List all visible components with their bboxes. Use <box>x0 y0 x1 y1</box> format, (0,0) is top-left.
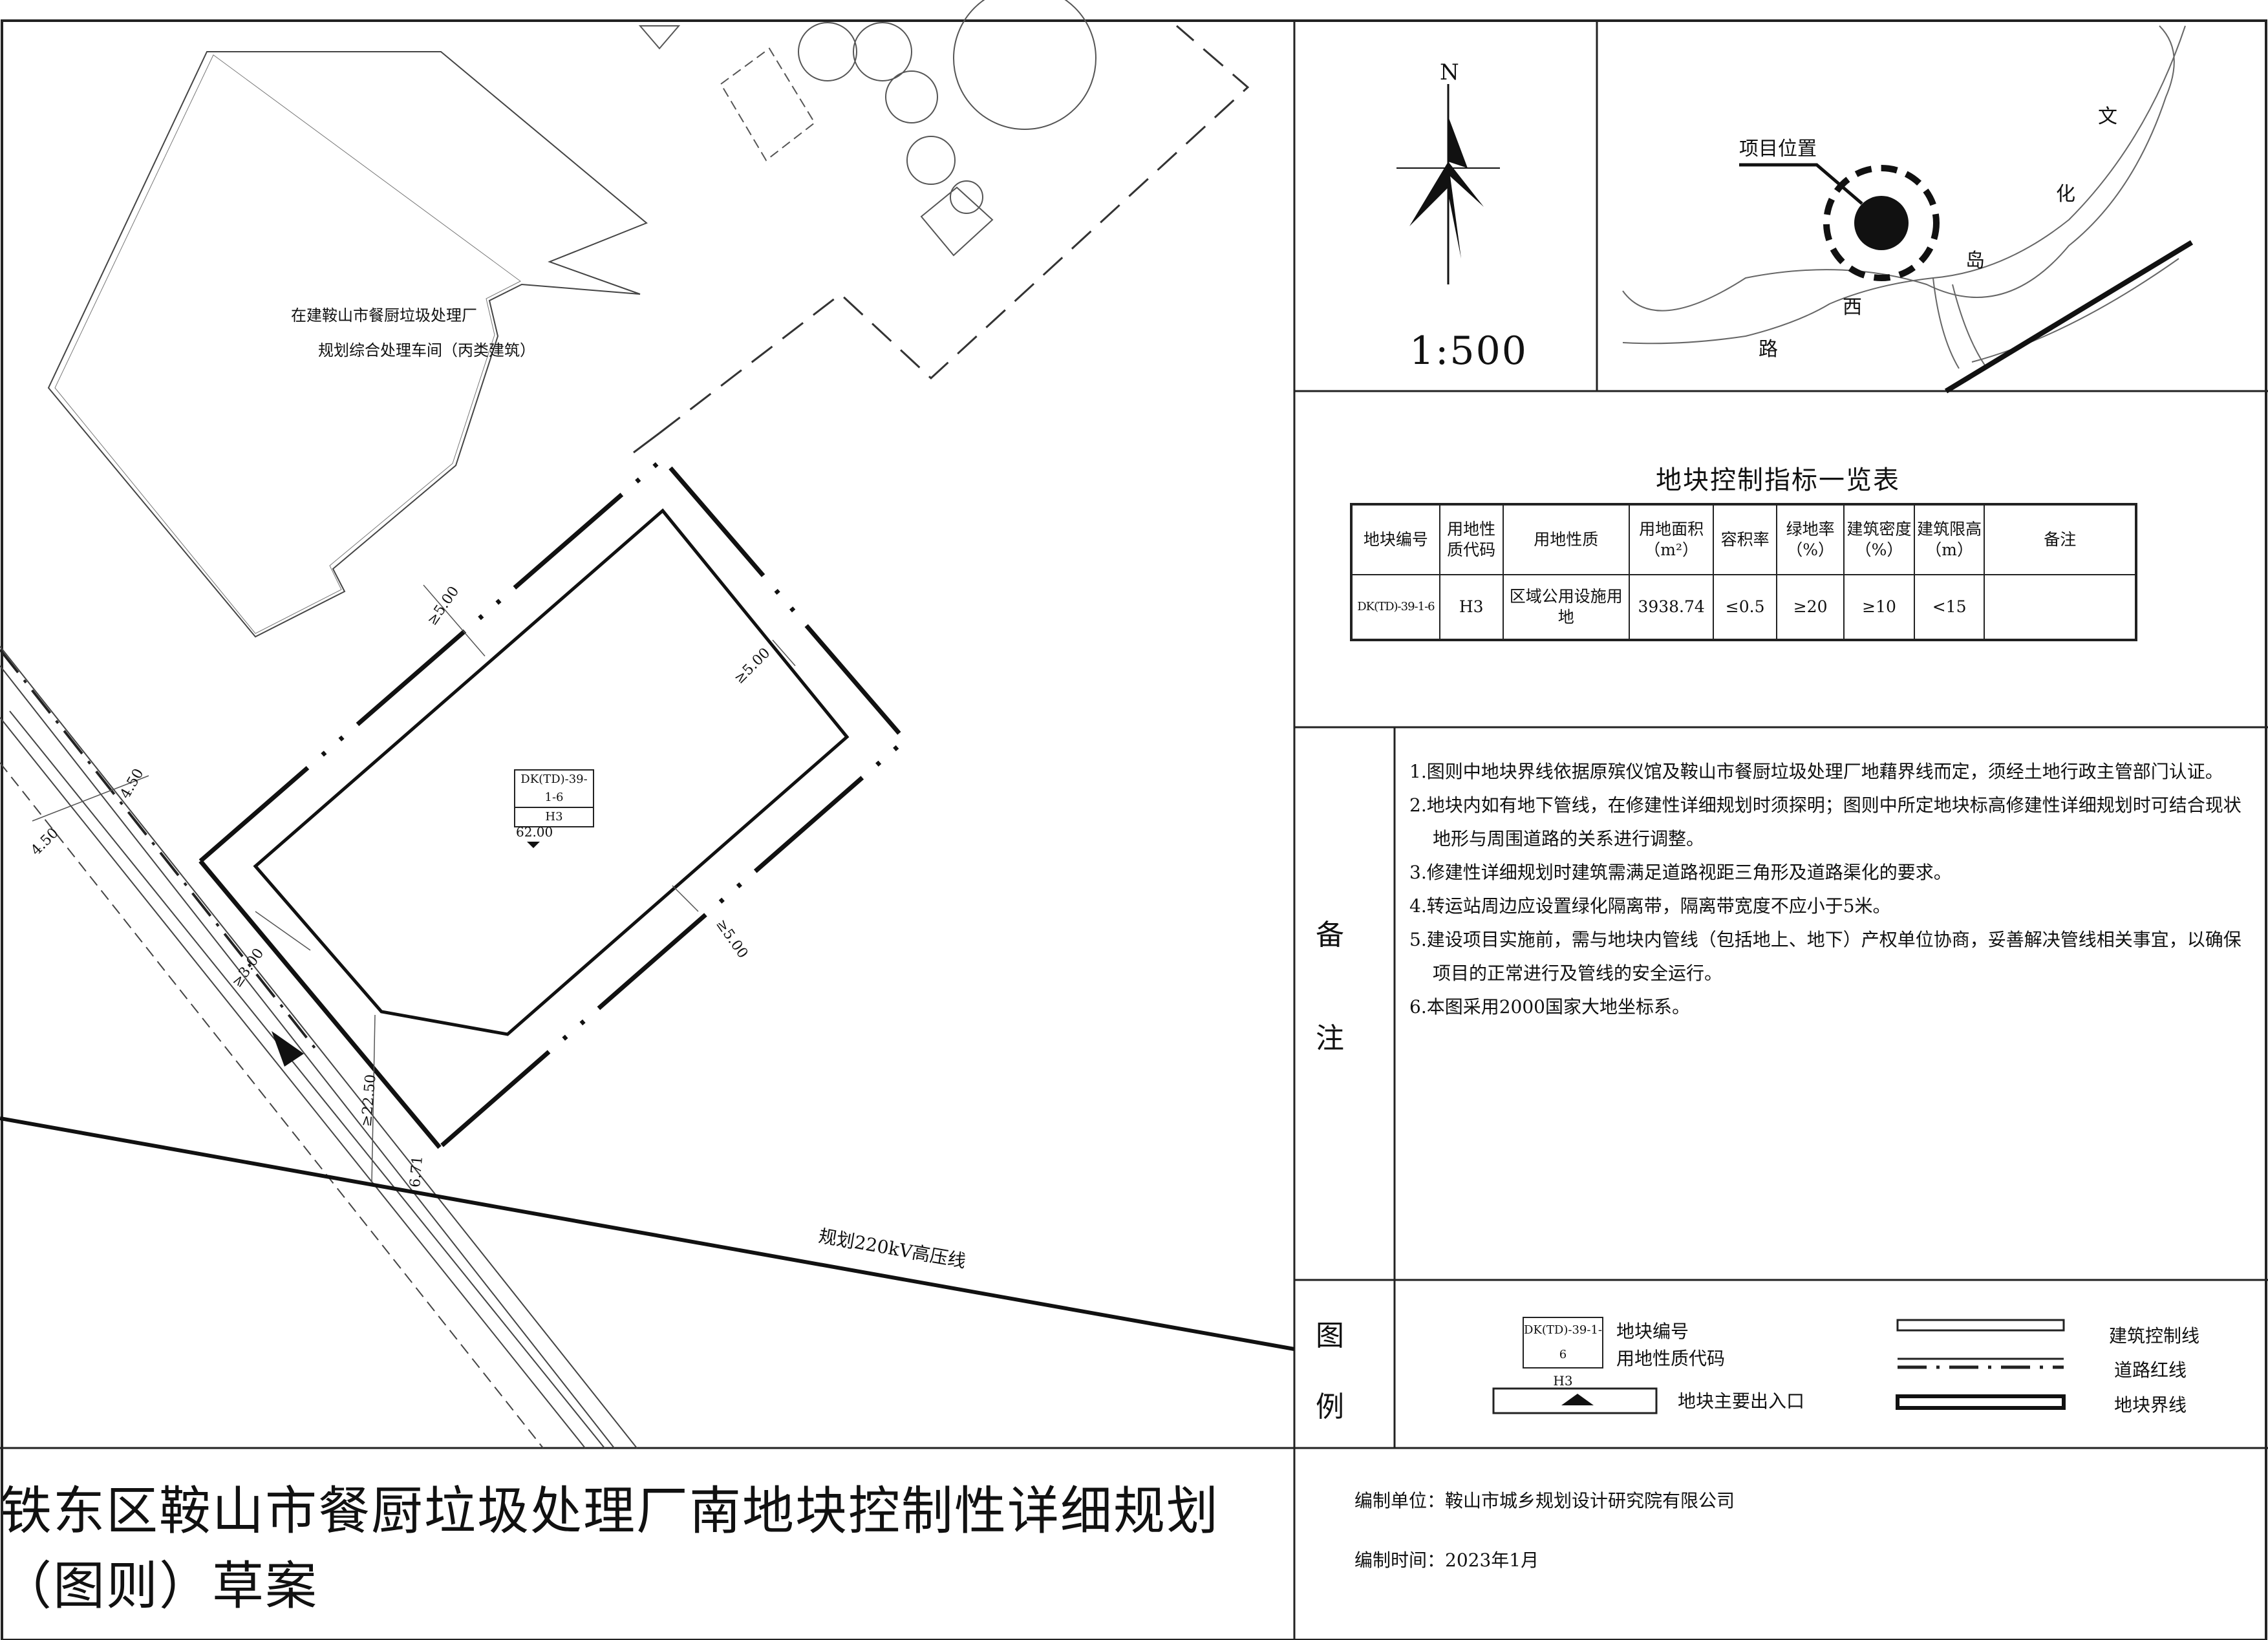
table-cell: <15 <box>1913 574 1985 641</box>
plot-label-box: DK(TD)-39-1-6 H3 <box>514 769 594 827</box>
legend-building-line-text: 建筑控制线 <box>2109 1325 2200 1347</box>
dim-label: 6.71 <box>407 1155 427 1188</box>
notes-list: 1.图则中地块界线依据原殡仪馆及鞍山市餐厨垃圾处理厂地藉界线而定，须经土地行政主… <box>1409 755 2250 1024</box>
legend-road-red-line-text: 道路红线 <box>2114 1359 2187 1381</box>
table-header: 用地性质代码 <box>1439 504 1504 575</box>
table-cell: ≥10 <box>1843 574 1915 641</box>
north-label: N <box>1440 59 1459 85</box>
legend-plot-code-text: 地块编号 <box>1616 1321 1689 1342</box>
scale-text: 1:500 <box>1409 328 1528 374</box>
table-cell: 3938.74 <box>1628 574 1715 641</box>
table-cell: 区域公用设施用地 <box>1502 574 1630 641</box>
table-header: 建筑密度（%） <box>1843 504 1915 575</box>
notes-label-1: 备 <box>1316 919 1344 952</box>
road-red-line <box>0 648 318 1052</box>
road-char: 文 <box>2098 105 2117 128</box>
table-header: 备注 <box>1984 504 2137 575</box>
north-arrow-icon <box>1396 84 1500 284</box>
legend-entrance-text: 地块主要出入口 <box>1678 1390 1805 1412</box>
existing-building <box>47 51 648 638</box>
road-char: 化 <box>2056 183 2075 206</box>
legend-label-1: 图 <box>1316 1319 1344 1352</box>
elevation-label: 62.00 <box>516 824 553 840</box>
table-header: 容积率 <box>1713 504 1777 575</box>
table-row: DK(TD)-39-1-6 H3 区域公用设施用地 3938.74 ≤0.5 ≥… <box>1351 574 2137 641</box>
road <box>0 646 637 1449</box>
table-cell: ≤0.5 <box>1713 574 1777 641</box>
outer-frame <box>1 19 2267 1640</box>
project-location-label: 项目位置 <box>1739 138 1817 160</box>
note-item: 1.图则中地块界线依据原殡仪馆及鞍山市餐厨垃圾处理厂地藉界线而定，须经土地行政主… <box>1409 761 2223 782</box>
control-table-title: 地块控制指标一览表 <box>1656 465 1900 495</box>
marker-leader <box>1739 163 1863 205</box>
plot-boundary <box>198 456 908 1149</box>
table-cell <box>1984 574 2137 641</box>
compiler-info: 编制单位：鞍山市城乡规划设计研究院有限公司 <box>1354 1490 1735 1511</box>
notes-label-2: 注 <box>1316 1022 1344 1055</box>
legend-use-code-text: 用地性质代码 <box>1616 1348 1726 1369</box>
tank-large <box>953 0 1097 130</box>
building-label-2: 规划综合处理车间（丙类建筑） <box>318 341 535 359</box>
control-table: 地块编号 用地性质代码 用地性质 用地面积（m²） 容积率 绿地率（%） 建筑密… <box>1350 503 2137 641</box>
road-char: 西 <box>1843 296 1862 319</box>
building-control-line <box>253 508 850 1036</box>
location-map <box>1622 25 2186 369</box>
note-item: 6.本图采用2000国家大地坐标系。 <box>1409 996 1690 1017</box>
note-item: 2.地块内如有地下管线，在修建性详细规划时须探明；图则中所定地块标高修建性详细规… <box>1409 794 2241 849</box>
table-cell: DK(TD)-39-1-6 <box>1351 574 1440 641</box>
legend-plot-code: DK(TD)-39-1-6 <box>1524 1318 1602 1368</box>
dashed-boundary <box>659 25 1250 434</box>
plot-label-code: DK(TD)-39-1-6 <box>515 771 593 808</box>
road-char: 路 <box>1759 338 1778 361</box>
note-item: 3.修建性详细规划时建筑需满足道路视距三角形及道路渠化的要求。 <box>1409 862 1952 883</box>
table-header-row: 地块编号 用地性质代码 用地性质 用地面积（m²） 容积率 绿地率（%） 建筑密… <box>1351 504 2137 575</box>
legend-lines <box>1492 1319 2066 1414</box>
building-label-1: 在建鞍山市餐厨垃圾处理厂 <box>291 306 477 325</box>
legend-plot-box: DK(TD)-39-1-6 H3 <box>1523 1317 1603 1389</box>
road-char: 岛 <box>1965 250 1985 272</box>
plot-label-use: H3 <box>545 810 563 824</box>
project-location-marker <box>1823 165 1940 281</box>
legend-plot-boundary-text: 地块界线 <box>2114 1394 2187 1416</box>
table-cell: H3 <box>1439 574 1504 641</box>
table-header: 用地性质 <box>1502 504 1630 575</box>
note-item: 4.转运站周边应设置绿化隔离带，隔离带宽度不应小于5米。 <box>1409 895 1891 917</box>
legend-use-code: H3 <box>1553 1373 1573 1389</box>
table-cell: ≥20 <box>1775 574 1845 641</box>
entrance-arrow <box>272 1031 304 1067</box>
date-info: 编制时间：2023年1月 <box>1354 1549 1539 1571</box>
power-line <box>0 1116 1295 1351</box>
table-header: 地块编号 <box>1351 504 1440 575</box>
table-header: 绿地率（%） <box>1775 504 1845 575</box>
project-title: 铁东区鞍山市餐厨垃圾处理厂南地块控制性详细规划（图则）草案 <box>0 1480 1219 1616</box>
table-header: 用地面积（m²） <box>1628 504 1715 575</box>
note-item: 5.建设项目实施前，需与地块内管线（包括地上、地下）产权单位协商，妥善解决管线相… <box>1409 929 2241 984</box>
table-header: 建筑限高（m） <box>1913 504 1985 575</box>
legend-label-2: 例 <box>1316 1390 1344 1423</box>
